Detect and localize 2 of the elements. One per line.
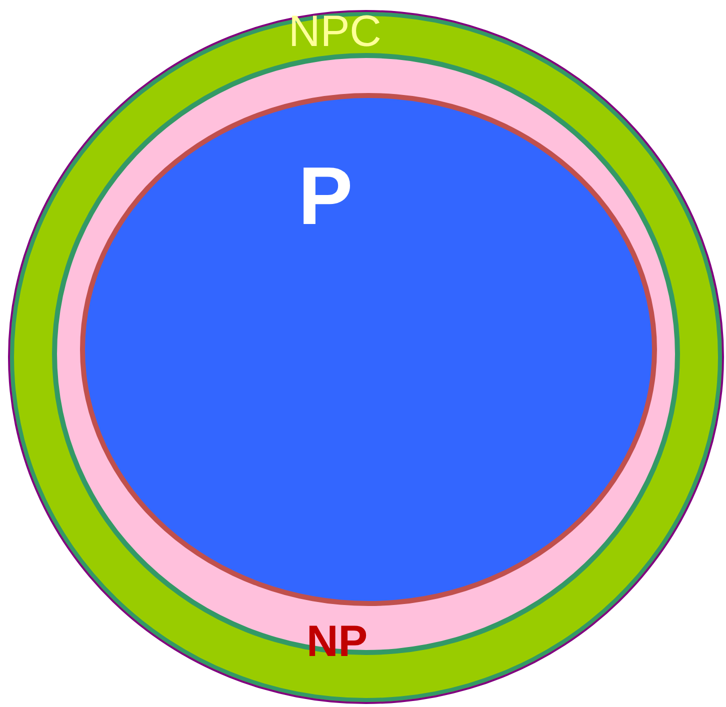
set-label: P bbox=[298, 156, 353, 238]
set-label: NPC bbox=[288, 10, 382, 54]
